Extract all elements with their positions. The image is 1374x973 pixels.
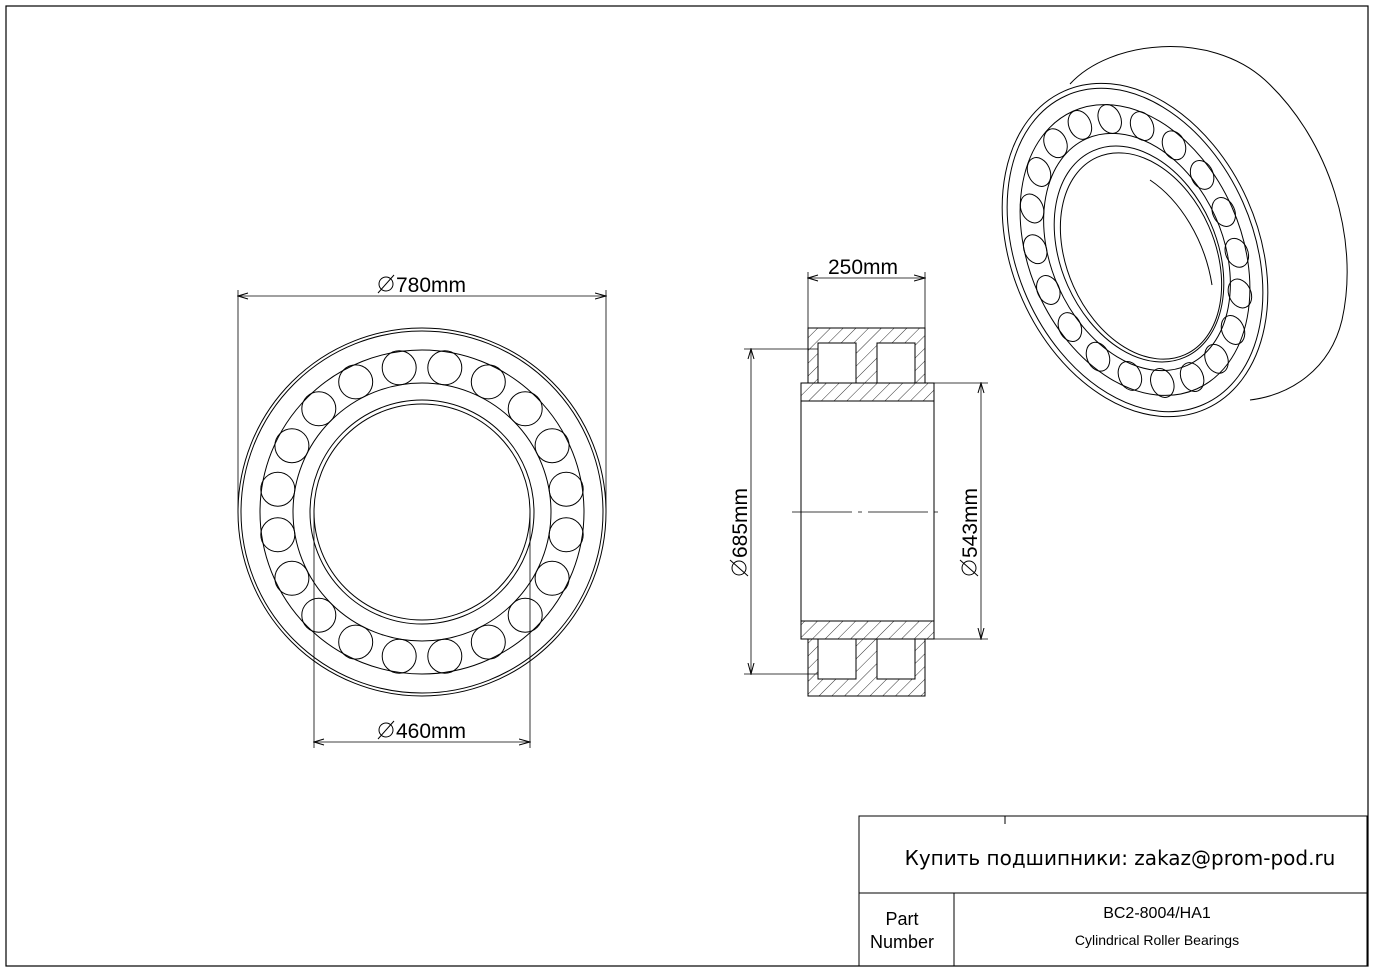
- iso-roller: [1019, 193, 1045, 224]
- roller-section-bottom-right: [876, 638, 916, 680]
- diameter-symbol-icon: [729, 559, 749, 577]
- iso-outer-back-edge: [1069, 46, 1348, 401]
- iso-roller: [1220, 315, 1246, 345]
- roller: [470, 624, 506, 660]
- iso-roller-set: [1019, 104, 1253, 398]
- roller: [260, 517, 296, 553]
- iso-bore-inner: [1059, 152, 1223, 360]
- roller-section-top-left: [817, 342, 857, 384]
- bore-section: [800, 400, 935, 622]
- iso-roller: [1026, 157, 1052, 187]
- bore-edge: [313, 403, 531, 621]
- diameter-symbol-icon: [959, 559, 979, 577]
- roller: [274, 428, 310, 464]
- iso-roller: [1036, 275, 1061, 305]
- iso-roller: [1043, 128, 1068, 159]
- width-text: 250mm: [828, 256, 898, 279]
- roller-section-bottom-left: [817, 638, 857, 680]
- roller: [548, 471, 584, 507]
- roller: [507, 391, 543, 427]
- part-label-line2: Number: [870, 932, 934, 952]
- iso-roller: [1189, 159, 1215, 190]
- outer-ring-inner-edge: [259, 349, 585, 675]
- roller: [381, 638, 417, 674]
- roller: [301, 391, 337, 427]
- iso-bore-depth: [1149, 179, 1213, 286]
- side-dimensions: [744, 272, 988, 674]
- part-label-line1: Part: [885, 909, 918, 929]
- roller: [274, 560, 310, 596]
- roller: [427, 638, 463, 674]
- inner-race-diameter-label: 543mm: [959, 488, 982, 577]
- roller-section-top-right: [876, 342, 916, 384]
- roller: [507, 597, 543, 633]
- roller: [534, 428, 570, 464]
- iso-roller: [1067, 109, 1093, 140]
- title-block: [858, 815, 1368, 967]
- part-number: BC2-8004/HA1: [1103, 905, 1211, 922]
- iso-outer-face-chamfer: [1006, 87, 1264, 413]
- roller: [548, 517, 584, 553]
- iso-bore-edge: [1053, 145, 1225, 363]
- iso-outer-face: [1001, 82, 1269, 418]
- iso-roller: [1097, 104, 1122, 134]
- iso-roller: [1211, 197, 1236, 227]
- inner-ring-step: [309, 399, 535, 625]
- front-dimensions: [238, 290, 606, 748]
- roller: [260, 471, 296, 507]
- sheet-border: [5, 5, 1369, 967]
- roller: [381, 350, 417, 386]
- front-view: [237, 327, 607, 697]
- part-description: Cylindrical Roller Bearings: [1075, 932, 1239, 948]
- iso-roller: [1161, 130, 1187, 161]
- bore-diameter-text: 460mm: [396, 720, 466, 743]
- bore-diameter-label: 460mm: [377, 720, 466, 743]
- iso-roller: [1129, 111, 1155, 142]
- section-view: [792, 327, 944, 697]
- iso-roller: [1204, 343, 1229, 374]
- roller: [301, 597, 337, 633]
- roller: [534, 560, 570, 596]
- iso-roller: [1179, 362, 1205, 393]
- roller-set: [260, 350, 584, 674]
- roller: [338, 624, 374, 660]
- iso-inner-ring-face: [1043, 132, 1231, 372]
- roller: [427, 350, 463, 386]
- iso-roller: [1150, 368, 1175, 398]
- iso-roller: [1057, 312, 1083, 343]
- iso-roller: [1224, 237, 1250, 268]
- iso-roller: [1085, 341, 1111, 372]
- diameter-symbol-icon: [377, 720, 395, 740]
- inner-ring-section-top: [800, 382, 935, 402]
- iso-roller: [1117, 360, 1143, 391]
- outer-diameter-label: 780mm: [377, 274, 466, 297]
- outer-race-diameter-text: 685mm: [729, 488, 752, 558]
- outer-diameter-text: 780mm: [396, 274, 466, 297]
- isometric-view: [1001, 46, 1348, 418]
- inner-race-diameter-text: 543mm: [959, 488, 982, 558]
- inner-ring-outer-edge: [292, 382, 552, 642]
- contact-text: Купить подшипники: zakaz@prom-pod.ru: [905, 846, 1336, 870]
- diameter-symbol-icon: [377, 274, 395, 294]
- roller: [470, 364, 506, 400]
- roller: [338, 364, 374, 400]
- outer-race-diameter-label: 685mm: [729, 488, 752, 577]
- outer-ring-chamfer: [240, 330, 604, 694]
- inner-ring-section-bottom: [800, 620, 935, 640]
